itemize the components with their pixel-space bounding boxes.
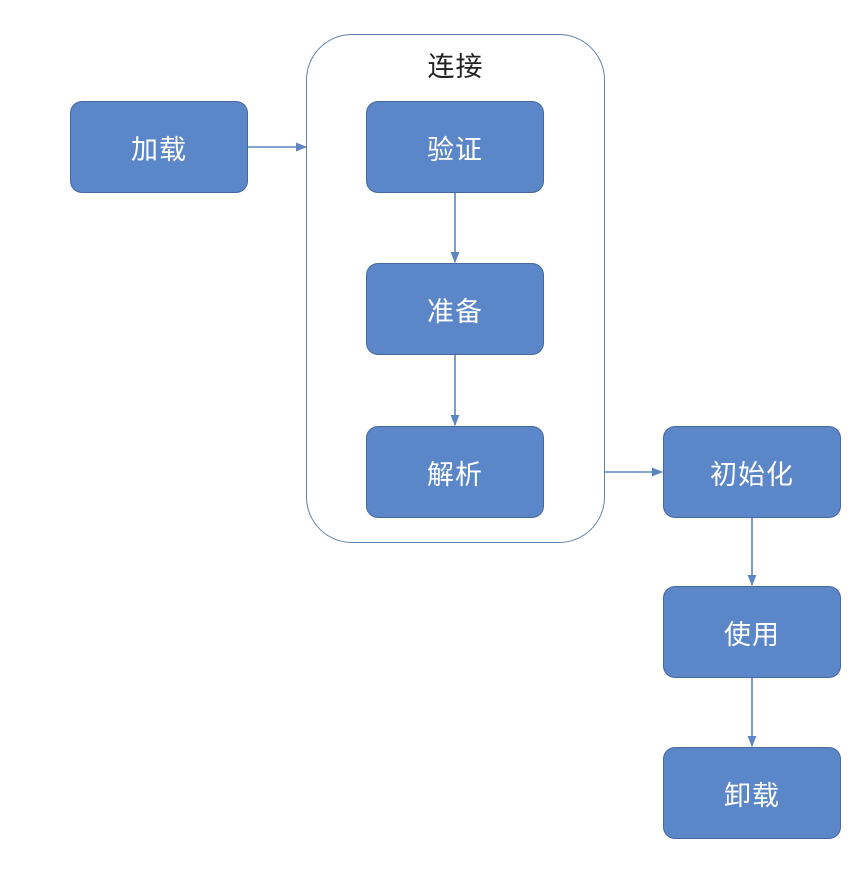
link-phase-label: 连接 — [427, 52, 484, 83]
node-load: 加载 — [70, 101, 248, 193]
node-use: 使用 — [663, 586, 841, 678]
node-resolve: 解析 — [366, 426, 544, 518]
node-initialize: 初始化 — [663, 426, 841, 518]
node-verify: 验证 — [366, 101, 544, 193]
node-unload: 卸载 — [663, 747, 841, 839]
link-phase-group: 连接 — [306, 34, 605, 543]
node-prepare: 准备 — [366, 263, 544, 355]
